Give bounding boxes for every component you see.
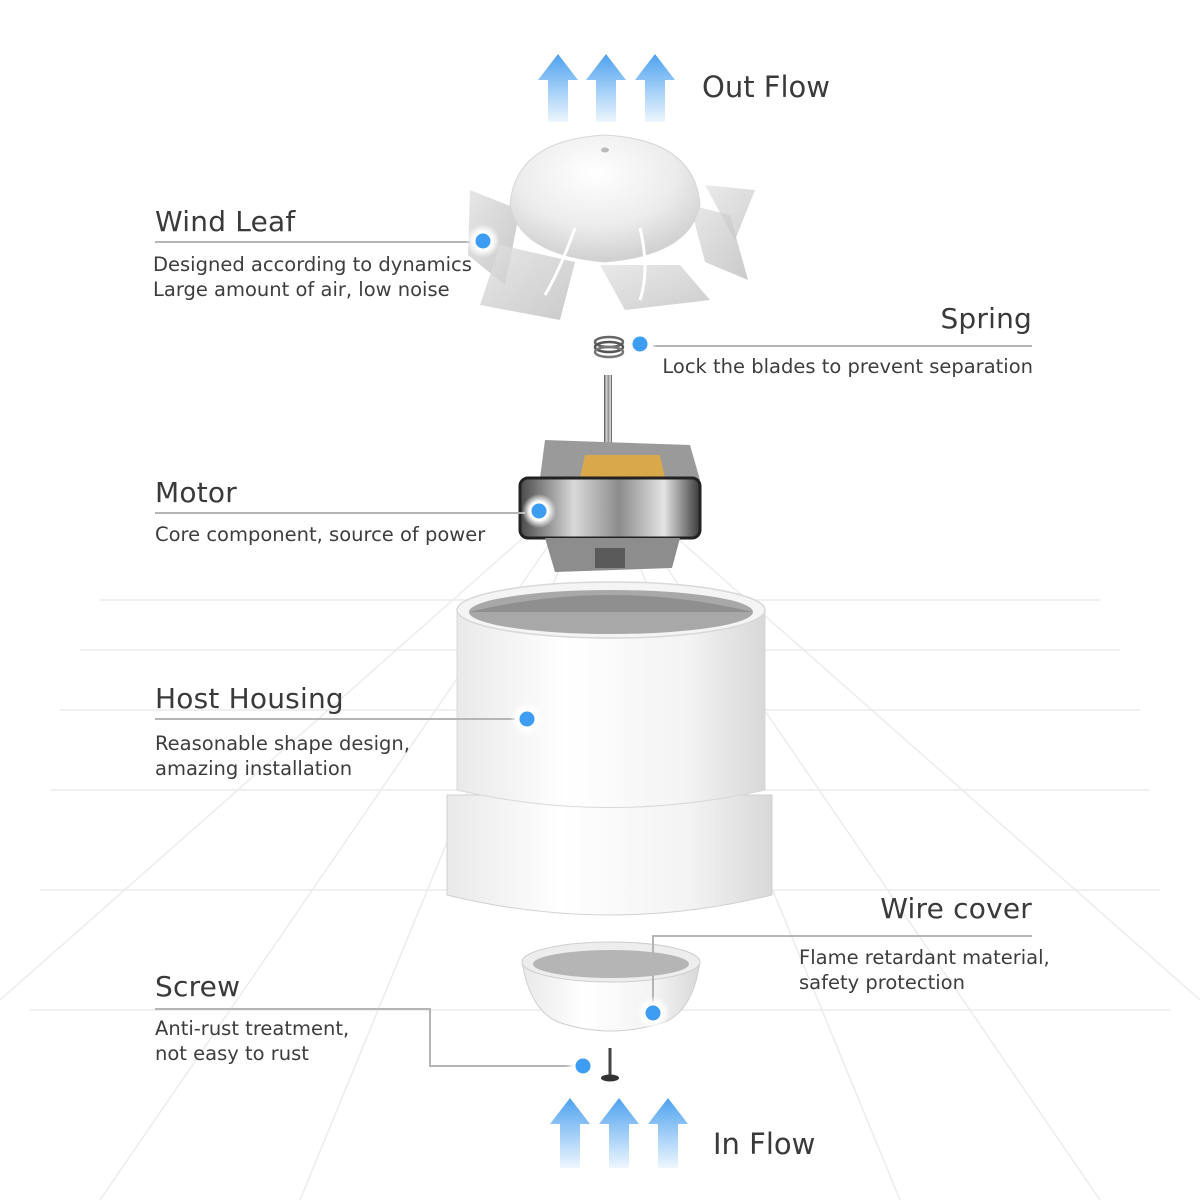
wire-cover-title: Wire cover (880, 892, 1032, 925)
up-arrow-icon (599, 1098, 639, 1168)
spring-description: Lock the blades to prevent separation (662, 355, 1033, 378)
wind-leaf-callout: Wind Leaf (155, 205, 295, 238)
host-housing-desc-line2: amazing installation (155, 757, 353, 780)
wire-cover-desc-line1: Flame retardant material, (799, 946, 1050, 969)
wind-leaf-description: Designed according to dynamics Large amo… (153, 252, 472, 302)
screw-description: Anti-rust treatment, not easy to rust (155, 1016, 349, 1066)
motor-illustration (518, 375, 702, 572)
wire-cover-description: Flame retardant material, safety protect… (799, 945, 1050, 995)
spring-title: Spring (940, 302, 1032, 335)
host-housing-desc-line1: Reasonable shape design, (155, 732, 410, 755)
motor-title: Motor (155, 476, 237, 509)
up-arrow-icon (550, 1098, 590, 1168)
screw-desc-line2: not easy to rust (155, 1042, 309, 1065)
screw-desc-line1: Anti-rust treatment, (155, 1017, 350, 1040)
up-arrow-icon (586, 54, 626, 122)
up-arrow-icon (538, 54, 578, 122)
host-housing-illustration (446, 581, 773, 916)
callout-dot-icon (522, 494, 556, 528)
in-flow-arrows (550, 1098, 688, 1168)
wind-leaf-title: Wind Leaf (155, 205, 296, 238)
up-arrow-icon (635, 54, 675, 122)
screw-illustration (601, 1048, 619, 1082)
callout-dot-icon (466, 224, 500, 258)
wire-cover-illustration (521, 941, 701, 1032)
wind-leaf-desc-line1: Designed according to dynamics (153, 253, 472, 276)
screw-title: Screw (155, 970, 241, 1003)
wind-leaf-desc-line2: Large amount of air, low noise (153, 278, 450, 301)
motor-description: Core component, source of power (155, 523, 486, 546)
wind-leaf-illustration (468, 134, 755, 320)
up-arrow-icon (648, 1098, 688, 1168)
host-housing-description: Reasonable shape design, amazing install… (155, 731, 410, 781)
callout-dot-icon (623, 327, 657, 361)
out-flow-arrows (538, 54, 675, 122)
wire-cover-desc-line2: safety protection (799, 971, 965, 994)
host-housing-title: Host Housing (155, 682, 344, 715)
out-flow-label: Out Flow (702, 70, 830, 104)
leader-lines (155, 241, 1032, 1067)
callout-dot-icon (510, 702, 544, 736)
in-flow-label: In Flow (713, 1127, 816, 1161)
callout-dots (466, 224, 670, 1083)
callout-dot-icon (636, 996, 670, 1030)
spring-illustration (593, 335, 625, 359)
callout-dot-icon (566, 1049, 600, 1083)
